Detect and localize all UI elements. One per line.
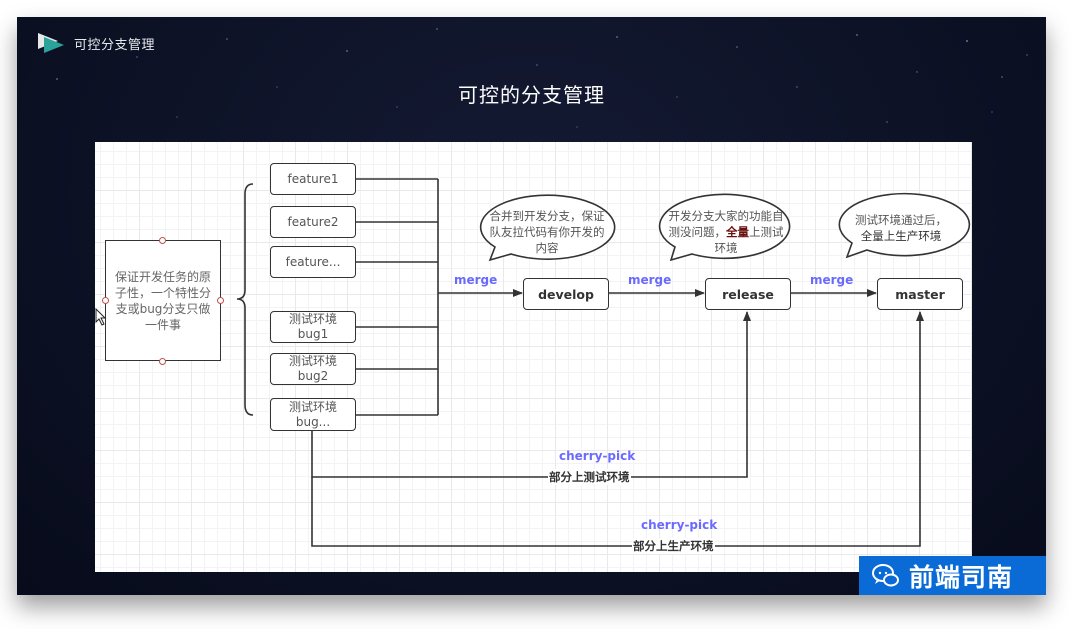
bug-branch-node[interactable]: 测试环境 bug... <box>270 398 356 431</box>
move-cursor-icon <box>95 308 107 326</box>
diagram-connectors <box>236 178 971 547</box>
cherry-pick-label: cherry-pick <box>559 449 636 463</box>
merge-label: merge <box>810 273 854 287</box>
app-title: 可控分支管理 <box>74 38 156 53</box>
diagram-canvas[interactable]: 保证开发任务的原子性，一个特性分支或bug分支只做一件事 feature1 fe… <box>95 142 972 572</box>
principle-note-text: 保证开发任务的原子性，一个特性分支或bug分支只做一件事 <box>114 269 211 332</box>
grouping-brace <box>236 183 254 416</box>
speech-bubble-1-shape <box>479 194 616 262</box>
cherry-pick-edge-label-test: 部分上测试环境 <box>548 469 631 485</box>
resize-handle-left[interactable] <box>102 297 109 304</box>
speech-bubble-2-shape <box>658 193 791 262</box>
bug-branch-node[interactable]: 测试环境 bug1 <box>270 311 356 343</box>
merge-label: merge <box>454 273 498 287</box>
speech-bubble-1-text: 合并到开发分支，保证队友拉代码有你开发的内容 <box>489 209 605 255</box>
starfield-background <box>56 28 1028 128</box>
release-branch-node[interactable]: release <box>705 278 791 310</box>
resize-handle-bottom[interactable] <box>159 358 166 365</box>
feature-branch-node[interactable]: feature1 <box>270 163 356 195</box>
speech-bubble-3-text: 测试环境通过后， 全量上生产环境 <box>855 213 947 243</box>
resize-handle-right[interactable] <box>217 297 224 304</box>
cherry-pick-arrow-master <box>311 311 924 547</box>
cherry-pick-arrow-release <box>311 311 751 478</box>
principle-note[interactable]: 保证开发任务的原子性，一个特性分支或bug分支只做一件事 <box>105 240 221 361</box>
cherry-pick-label: cherry-pick <box>641 518 718 532</box>
slide-title: 可控的分支管理 <box>458 83 605 107</box>
bug-branch-node[interactable]: 测试环境 bug2 <box>270 353 356 385</box>
presentation-window: 可控分支管理 可控的分支管理 <box>17 17 1046 595</box>
cherry-pick-edge-label-prod: 部分上生产环境 <box>632 538 715 554</box>
speech-bubble-2-text: 开发分支大家的功能自测没问题，全量上测试环境 <box>668 209 784 255</box>
app-logo-icon <box>38 33 64 53</box>
feature-branch-node[interactable]: feature2 <box>270 206 356 238</box>
merge-label: merge <box>628 273 672 287</box>
develop-branch-node[interactable]: develop <box>523 278 609 310</box>
feature-branch-node[interactable]: feature... <box>270 246 356 278</box>
watermark-text: 前端司南 <box>909 562 1014 592</box>
master-branch-node[interactable]: master <box>877 278 963 310</box>
wechat-icon <box>872 563 899 586</box>
speech-bubble-3-shape <box>838 192 971 259</box>
watermark-badge: 前端司南 <box>859 556 1046 595</box>
resize-handle-top[interactable] <box>159 237 166 244</box>
